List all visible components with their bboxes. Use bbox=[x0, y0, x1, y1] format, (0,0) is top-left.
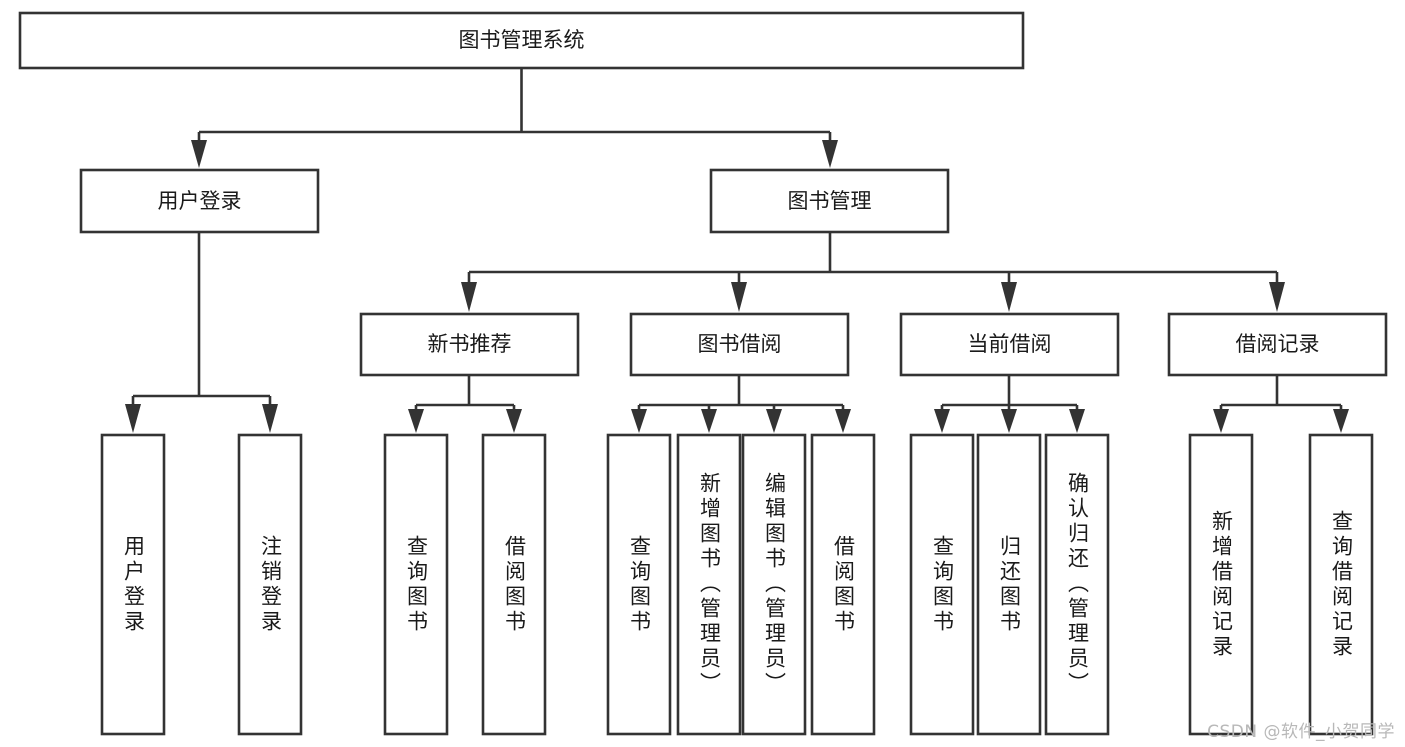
arrow-head-leaf-bookborrow-4 bbox=[835, 409, 851, 433]
leaf-node-borrowrecord-add[interactable] bbox=[1188, 433, 1254, 736]
arrow-head-leaf-user-login-1 bbox=[125, 404, 141, 433]
node-new-book-recommend[interactable] bbox=[359, 312, 580, 377]
arrow-head-user-login bbox=[191, 140, 207, 168]
arrow-head-new-book bbox=[461, 282, 477, 312]
node-root-system[interactable] bbox=[18, 11, 1025, 70]
node-book-borrow-label: 图书借阅 bbox=[698, 332, 782, 356]
arrow-head-leaf-borrowrecord-2 bbox=[1333, 409, 1349, 433]
arrow-head-book-borrow bbox=[731, 282, 747, 312]
arrow-head-leaf-currentborrow-2 bbox=[1001, 409, 1017, 433]
leaf-node-newbook-query[interactable] bbox=[383, 433, 449, 736]
node-current-borrow-label: 当前借阅 bbox=[968, 332, 1052, 356]
leaf-node-borrowrecord-query[interactable] bbox=[1308, 433, 1374, 736]
node-user-login-label: 用户登录 bbox=[158, 189, 242, 213]
leaf-node-bookborrow-query[interactable] bbox=[606, 433, 672, 736]
arrow-head-leaf-bookborrow-2 bbox=[701, 409, 717, 433]
node-borrow-record[interactable] bbox=[1167, 312, 1388, 377]
arrow-head-current-borrow bbox=[1001, 282, 1017, 312]
leaf-node-bookborrow-edit[interactable] bbox=[741, 433, 807, 736]
arrow-head-leaf-newbook-2 bbox=[506, 409, 522, 433]
leaf-node-user-login-logout[interactable] bbox=[237, 433, 303, 736]
arrow-head-leaf-bookborrow-3 bbox=[766, 409, 782, 433]
node-borrow-record-label: 借阅记录 bbox=[1236, 332, 1320, 356]
leaf-node-currentborrow-return[interactable] bbox=[976, 433, 1042, 736]
node-book-management-label: 图书管理 bbox=[788, 189, 872, 213]
csdn-watermark: CSDN @软件_小贺同学 bbox=[1207, 722, 1395, 742]
leaf-node-currentborrow-query[interactable] bbox=[909, 433, 975, 736]
arrow-head-leaf-currentborrow-1 bbox=[934, 409, 950, 433]
node-group: 图书管理系统 用户登录 图书管理 新书推荐 图书借阅 当前借阅 借阅记录 bbox=[18, 11, 1388, 736]
connector-group bbox=[125, 68, 1349, 433]
leaf-node-newbook-borrow[interactable] bbox=[481, 433, 547, 736]
leaf-node-bookborrow-borrow[interactable] bbox=[810, 433, 876, 736]
arrow-head-borrow-record bbox=[1269, 282, 1285, 312]
leaf-node-currentborrow-confirm[interactable] bbox=[1044, 433, 1110, 736]
leaf-node-bookborrow-add[interactable] bbox=[676, 433, 742, 736]
arrow-head-leaf-bookborrow-1 bbox=[631, 409, 647, 433]
node-user-login[interactable] bbox=[79, 168, 320, 234]
arrow-head-leaf-newbook-1 bbox=[408, 409, 424, 433]
node-book-borrow[interactable] bbox=[629, 312, 850, 377]
arrow-head-leaf-user-login-2 bbox=[262, 404, 278, 433]
node-root-system-label: 图书管理系统 bbox=[459, 28, 585, 52]
node-book-management[interactable] bbox=[709, 168, 950, 234]
arrow-head-leaf-borrowrecord-1 bbox=[1213, 409, 1229, 433]
leaf-node-user-login-login[interactable] bbox=[100, 433, 166, 736]
arrow-head-book-mgmt bbox=[822, 140, 838, 168]
arrow-head-leaf-currentborrow-3 bbox=[1069, 409, 1085, 433]
node-new-book-recommend-label: 新书推荐 bbox=[428, 332, 512, 356]
node-current-borrow[interactable] bbox=[899, 312, 1120, 377]
